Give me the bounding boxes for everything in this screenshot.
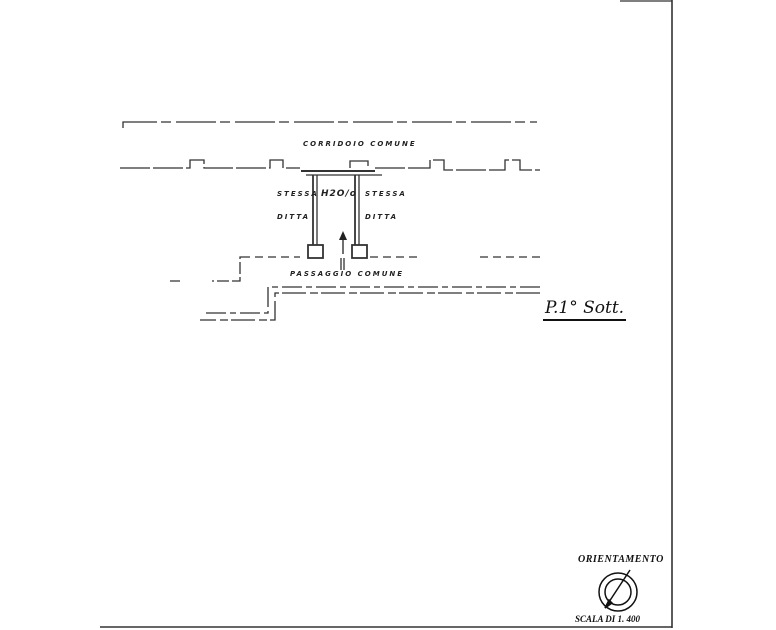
lower-wall-1 xyxy=(205,286,540,314)
arrow-up-icon xyxy=(339,231,347,254)
scale-label: SCALA DI 1. 400 xyxy=(575,614,641,624)
orientation-label: ORIENTAMENTO xyxy=(578,554,664,565)
left-owner-label-2: DITTA xyxy=(277,213,310,221)
compass-icon xyxy=(598,569,638,612)
right-owner-label-1: STESSA xyxy=(365,190,407,198)
right-pillar xyxy=(351,244,368,259)
corridor-wall xyxy=(120,159,540,171)
corridor-label: CORRIDOIO COMUNE xyxy=(303,140,417,148)
left-owner-label-1: STESSA xyxy=(277,190,319,198)
lower-left-wall xyxy=(170,256,250,282)
center-room-label: H2O/o xyxy=(321,189,357,199)
floor-title: P.1° Sott. xyxy=(543,298,627,321)
passage-label: PASSAGGIO COMUNE xyxy=(290,270,405,278)
top-wall xyxy=(122,121,537,128)
left-pillar xyxy=(307,244,324,259)
lower-wall-2 xyxy=(200,292,540,321)
right-owner-label-2: DITTA xyxy=(365,213,398,221)
